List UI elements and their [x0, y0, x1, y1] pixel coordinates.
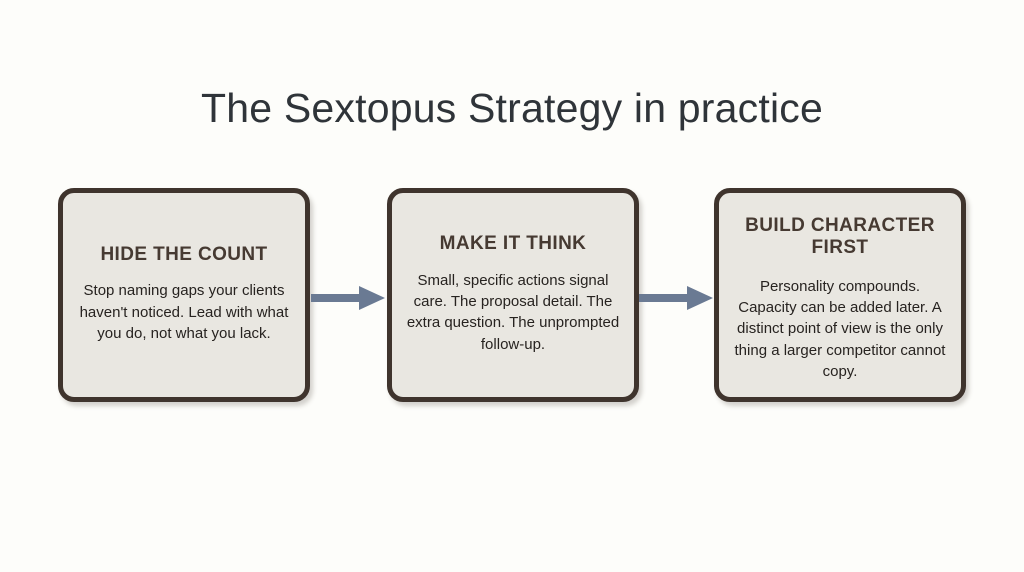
- flow-step-3-heading: BUILD CHARACTER FIRST: [745, 215, 935, 259]
- flow-step-1-body: Stop naming gaps your clients haven't no…: [79, 282, 289, 342]
- flow-step-1[interactable]: HIDE THE COUNT Stop naming gaps your cli…: [58, 188, 310, 402]
- page-title: The Sextopus Strategy in practice: [201, 85, 823, 132]
- flow-step-2-body: Small, specific actions signal care. The…: [406, 271, 620, 353]
- arrow-right-icon: [311, 285, 387, 311]
- flow-step-2[interactable]: MAKE IT THINK Small, specific actions si…: [387, 188, 639, 402]
- process-flow-diagram: HIDE THE COUNT Stop naming gaps your cli…: [58, 188, 966, 404]
- flow-step-3-body: Personality compounds. Capacity can be a…: [734, 277, 946, 380]
- arrow-right-icon: [639, 285, 715, 311]
- flow-step-2-heading: MAKE IT THINK: [439, 233, 587, 255]
- flow-step-3[interactable]: BUILD CHARACTER FIRST Personality compou…: [714, 188, 966, 402]
- flow-step-1-heading: HIDE THE COUNT: [100, 243, 268, 265]
